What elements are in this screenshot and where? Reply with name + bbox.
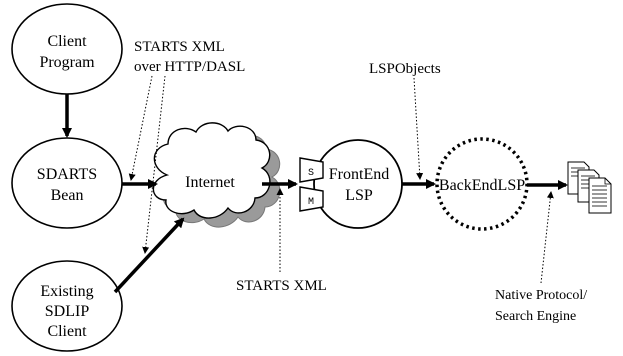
annotation-lsp-objects-label: LSPObjects [369, 61, 441, 77]
document-page-front [588, 177, 612, 214]
frontend-lsp-label-1: FrontEnd [329, 166, 389, 183]
existing-sdlip-label-1: Existing [40, 283, 93, 300]
existing-sdlip-label-3: Client [47, 323, 87, 340]
sdarts-bean-label-1: SDARTS [37, 166, 97, 183]
arrow-sdlip-to-internet [113, 217, 185, 294]
leader-starts-xml-http-2 [142, 75, 166, 254]
backend-lsp-label: BackEndLSP [439, 177, 525, 194]
leader-starts-xml-http-1 [128, 75, 153, 181]
annotation-starts-xml-label: STARTS XML [236, 278, 327, 294]
internet-cloud: Internet [152, 122, 281, 228]
client-program-label-1: Client [47, 33, 87, 50]
leader-lsp-objects [413, 77, 424, 180]
backend-lsp-node: BackEndLSP [435, 137, 529, 231]
annotation-native-protocol-line1: Native Protocol/ [495, 288, 587, 303]
annotation-starts-xml-http: STARTS XML over HTTP/DASL [128, 39, 245, 254]
port-s-label: S [308, 168, 314, 179]
client-program-label-2: Program [39, 54, 95, 71]
internet-cloud-front [152, 122, 271, 219]
existing-sdlip-client-node: Existing SDLIP Client [11, 260, 123, 352]
port-m-label: M [308, 197, 314, 208]
document-stack-icon [567, 161, 612, 214]
annotation-native-protocol-line2: Search Engine [495, 309, 576, 324]
frontend-lsp-node: FrontEnd LSP [313, 139, 403, 229]
annotation-starts-xml: STARTS XML [236, 188, 327, 294]
client-program-node: Client Program [11, 3, 123, 95]
frontend-lsp-label-2: LSP [345, 187, 373, 204]
port-s: S [299, 157, 324, 183]
port-m: M [299, 186, 324, 212]
annotation-lsp-objects: LSPObjects [369, 61, 441, 180]
internet-label: Internet [185, 174, 235, 191]
sdarts-bean-label-2: Bean [51, 187, 84, 204]
annotation-starts-xml-http-line2: over HTTP/DASL [134, 59, 245, 75]
leader-native-protocol [540, 191, 554, 284]
annotation-starts-xml-http-line1: STARTS XML [134, 39, 225, 55]
existing-sdlip-label-2: SDLIP [45, 303, 90, 320]
sdarts-bean-node: SDARTS Bean [11, 137, 123, 229]
annotation-native-protocol: Native Protocol/ Search Engine [495, 191, 587, 324]
